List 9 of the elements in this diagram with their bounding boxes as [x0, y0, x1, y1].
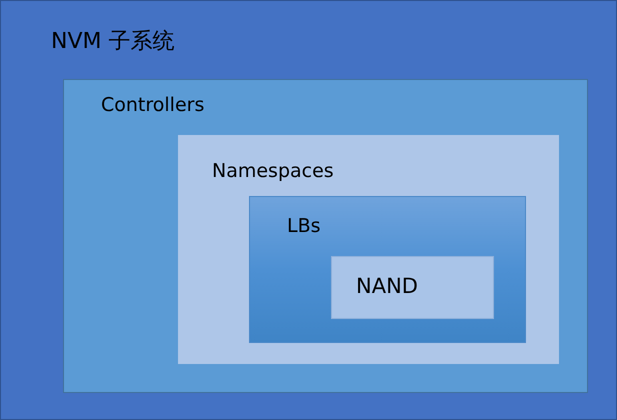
- box-heading: NVM 子系统: [51, 29, 174, 56]
- container-box: [249, 196, 526, 343]
- box-heading: Controllers: [101, 94, 204, 117]
- container-box: [178, 135, 559, 364]
- container-box: [331, 256, 494, 319]
- box-heading: NAND: [356, 274, 418, 300]
- box-heading: Namespaces: [212, 160, 334, 183]
- box-heading: LBs: [287, 215, 321, 238]
- container-box: [63, 79, 588, 393]
